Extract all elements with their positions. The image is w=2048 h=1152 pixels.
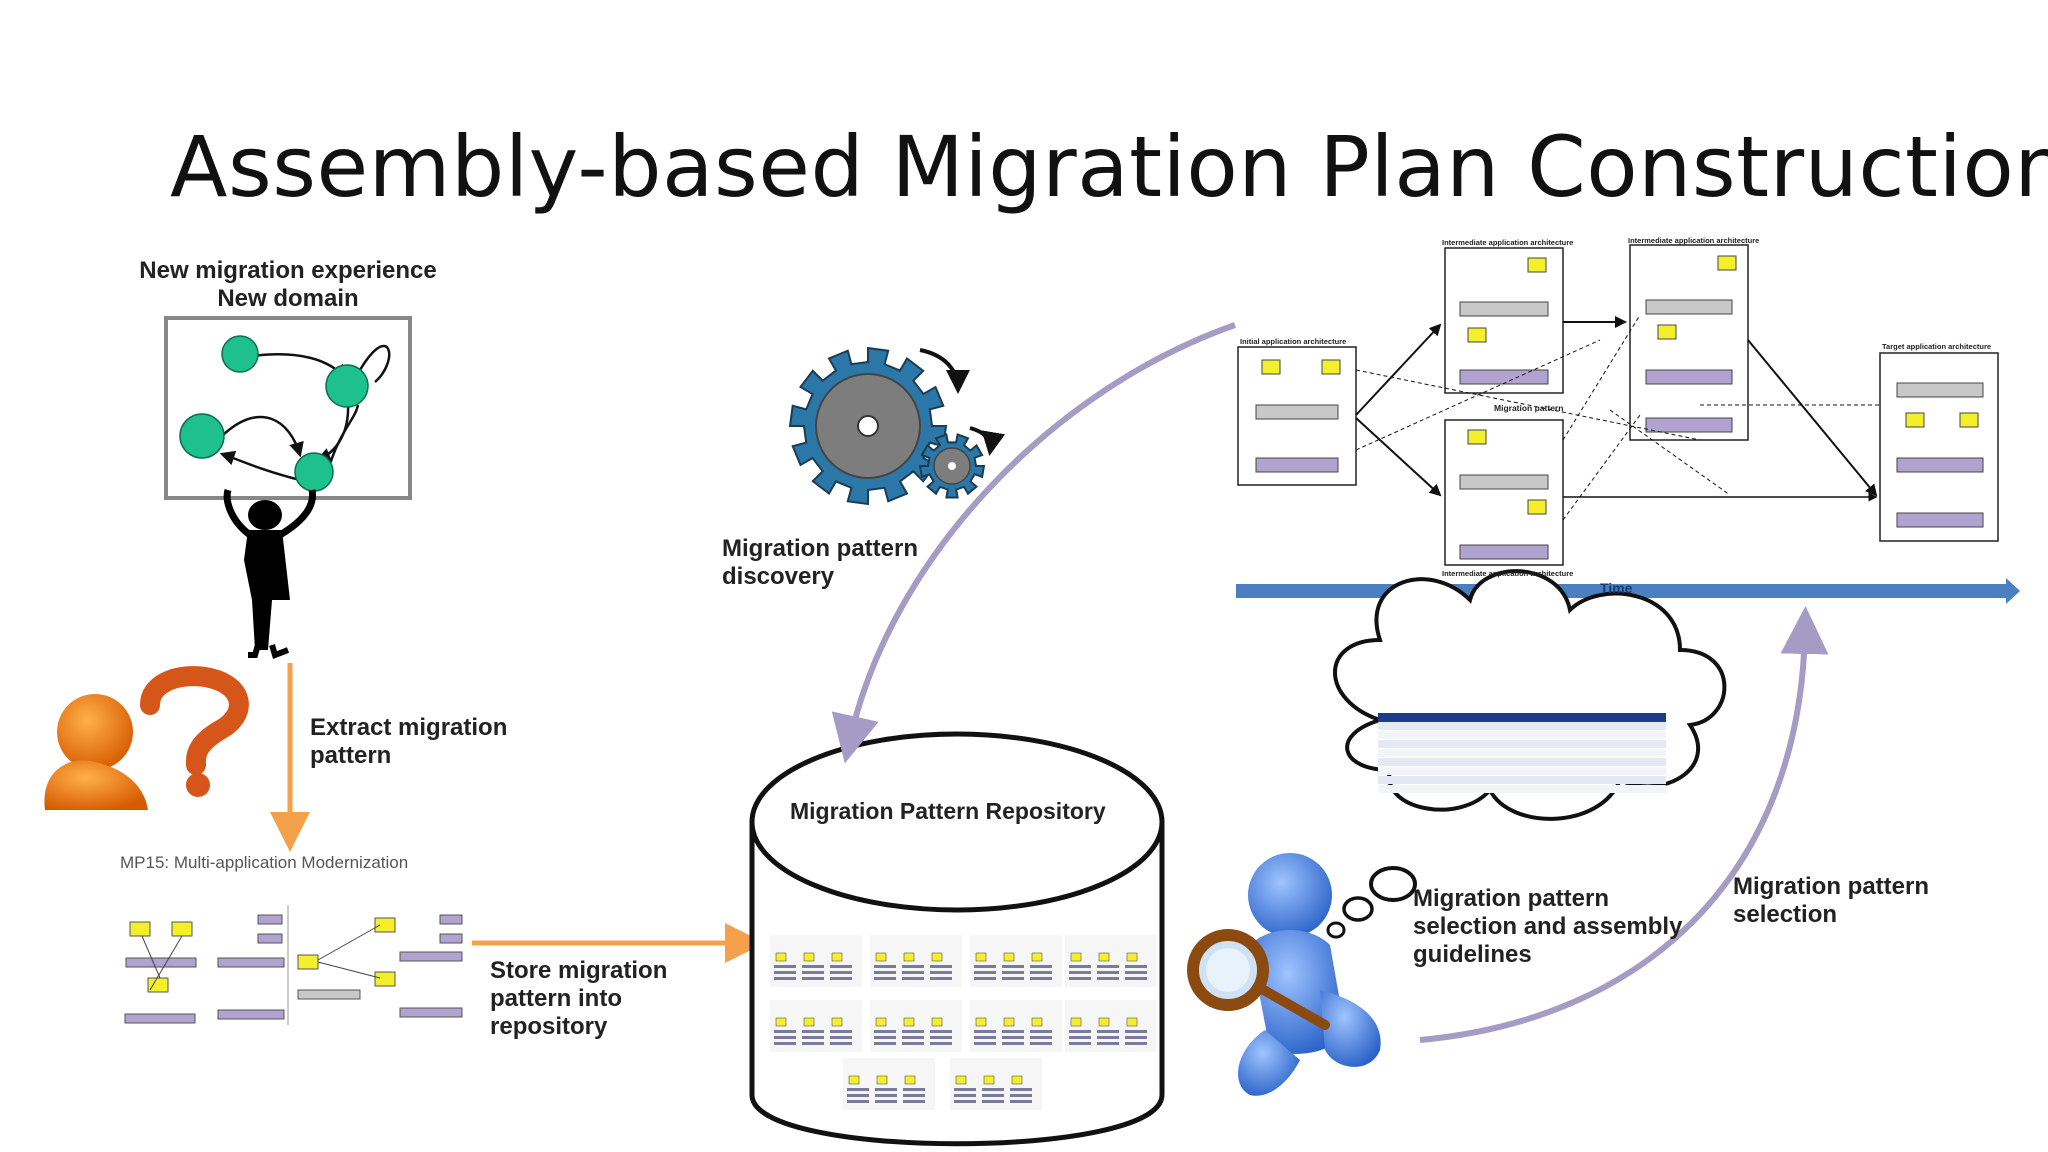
thinking-person-icon: [44, 666, 249, 810]
intermediate-architecture-label-1: Intermediate application architecture: [1442, 238, 1574, 247]
mp15-label: MP15: Multi-application Modernization: [120, 853, 409, 872]
guidelines-line1: Migration pattern: [1413, 885, 1609, 912]
store-line1: Store migration: [490, 957, 668, 984]
selection-arrow: [1419, 606, 1829, 1043]
migration-plan-diagram: [1236, 244, 2020, 604]
store-line3: repository: [490, 1013, 608, 1040]
store-line2: pattern into: [490, 985, 622, 1012]
guidelines-line3: guidelines: [1413, 941, 1532, 968]
searching-person-icon: [1187, 853, 1381, 1096]
discovery-line1: Migration pattern: [722, 535, 918, 562]
extract-line2: pattern: [310, 742, 392, 769]
node-2: [325, 364, 369, 408]
mp15-pattern-thumbnail: [124, 905, 463, 1025]
guideline-table: [1378, 713, 1666, 793]
person-silhouette: [223, 488, 316, 659]
repository-title: Migration Pattern Repository: [790, 798, 1106, 824]
time-label: Time: [1600, 580, 1633, 596]
guidelines-label: Migration pattern selection and assembly…: [1413, 885, 1682, 969]
selection-line2: selection: [1733, 901, 1838, 928]
target-architecture-label: Target application architecture: [1882, 342, 1992, 351]
discovery-line2: discovery: [722, 563, 835, 590]
repository-pattern-thumbnails: [770, 935, 1157, 1110]
selection-label: Migration pattern selection: [1733, 873, 1929, 929]
migration-pattern-label: Migration pattern: [1494, 403, 1564, 413]
node-1: [221, 335, 259, 373]
initial-architecture-label: Initial application architecture: [1240, 337, 1347, 346]
whiteboard-sketch: [164, 316, 412, 500]
experience-label: New migration experience New domain: [128, 257, 448, 313]
extract-label: Extract migration pattern: [310, 714, 507, 770]
discovery-arrow: [831, 322, 1236, 764]
extract-line1: Extract migration: [310, 714, 508, 741]
selection-line1: Migration pattern: [1733, 873, 1929, 900]
intermediate-architecture-box-2: [1629, 244, 1749, 441]
time-arrow-head: [2006, 578, 2020, 604]
node-4: [294, 452, 334, 492]
store-label: Store migration pattern into repository: [490, 957, 667, 1041]
discovery-label: Migration pattern discovery: [722, 535, 918, 591]
thought-cloud: [1326, 569, 1727, 939]
intermediate-architecture-box-3: [1444, 419, 1564, 566]
intermediate-architecture-label-3: Intermediate application architecture: [1442, 569, 1574, 578]
gears-icon: [788, 346, 1006, 506]
node-3: [179, 413, 225, 459]
intermediate-architecture-label-2: Intermediate application architecture: [1628, 236, 1760, 245]
experience-line1: New migration experience: [139, 257, 437, 284]
guidelines-line2: selection and assembly: [1413, 913, 1683, 940]
slide-title: Assembly-based Migration Plan Constructi…: [170, 118, 2048, 216]
experience-line2: New domain: [217, 285, 359, 312]
